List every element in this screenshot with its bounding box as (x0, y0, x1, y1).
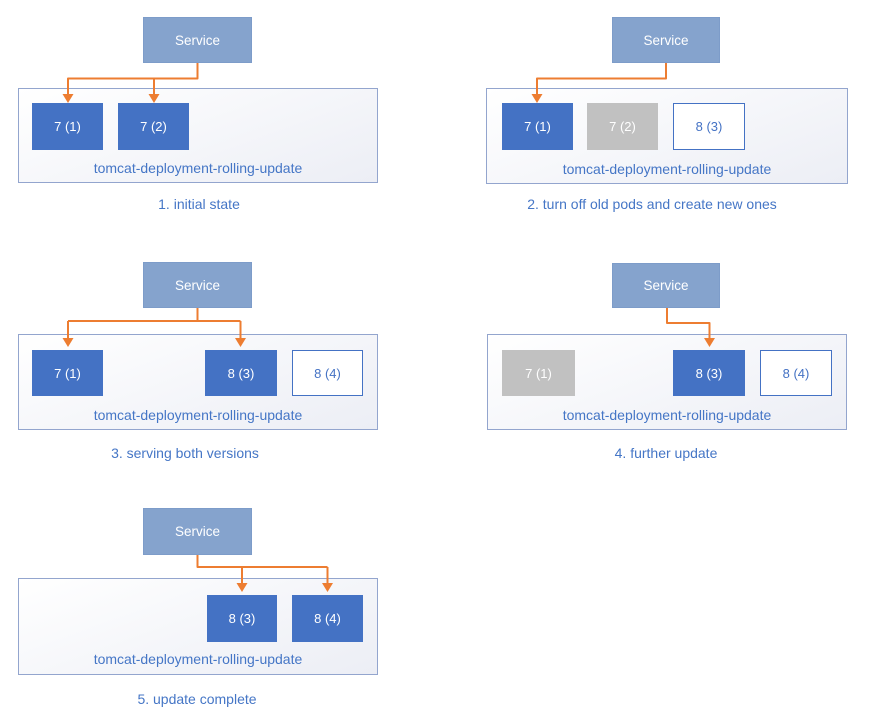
pod-7-1: 7 (1) (502, 103, 573, 150)
pod-7-1: 7 (1) (502, 350, 575, 396)
service-label: Service (643, 32, 689, 48)
pod-8-3: 8 (3) (673, 103, 745, 150)
deployment-label: tomcat-deployment-rolling-update (93, 160, 303, 176)
deployment-label: tomcat-deployment-rolling-update (562, 161, 772, 177)
panel-caption: 3. serving both versions (111, 445, 259, 461)
panel-serving-both-versions: Service 7 (1) 8 (3) 8 (4) tomcat-deploym… (0, 240, 435, 480)
service-label: Service (643, 278, 689, 293)
deployment-label: tomcat-deployment-rolling-update (93, 651, 303, 667)
service-box: Service (143, 17, 252, 63)
pod-8-3: 8 (3) (673, 350, 745, 396)
panel-caption: 2. turn off old pods and create new ones (527, 196, 777, 212)
service-box: Service (143, 508, 252, 555)
panel-turn-off-old-pods: Service 7 (1) 7 (2) 8 (3) tomcat-deploym… (435, 0, 870, 240)
service-label: Service (174, 32, 220, 48)
panel-caption: 5. update complete (137, 691, 257, 707)
panel-caption: 4. further update (614, 445, 718, 461)
pod-7-2: 7 (2) (118, 103, 189, 150)
panel-initial-state: Service 7 (1) 7 (2) tomcat-deployment-ro… (0, 0, 435, 240)
service-box: Service (612, 17, 720, 63)
panel-caption: 1. initial state (158, 196, 240, 212)
pod-8-3: 8 (3) (205, 350, 277, 396)
pod-8-4: 8 (4) (292, 595, 363, 642)
deployment-label: tomcat-deployment-rolling-update (562, 407, 772, 423)
panel-update-complete: Service 8 (3) 8 (4) tomcat-deployment-ro… (0, 480, 435, 718)
pod-7-1: 7 (1) (32, 103, 103, 150)
pod-8-4: 8 (4) (292, 350, 363, 396)
service-label: Service (174, 277, 220, 293)
pod-8-4: 8 (4) (760, 350, 832, 396)
panel-further-update: Service 7 (1) 8 (3) 8 (4) tomcat-deploym… (435, 240, 870, 480)
pod-8-3: 8 (3) (207, 595, 277, 642)
deployment-label: tomcat-deployment-rolling-update (93, 407, 303, 423)
service-box: Service (612, 263, 720, 308)
service-label: Service (174, 524, 220, 539)
pod-7-2: 7 (2) (587, 103, 658, 150)
pod-7-1: 7 (1) (32, 350, 103, 396)
service-box: Service (143, 262, 252, 308)
